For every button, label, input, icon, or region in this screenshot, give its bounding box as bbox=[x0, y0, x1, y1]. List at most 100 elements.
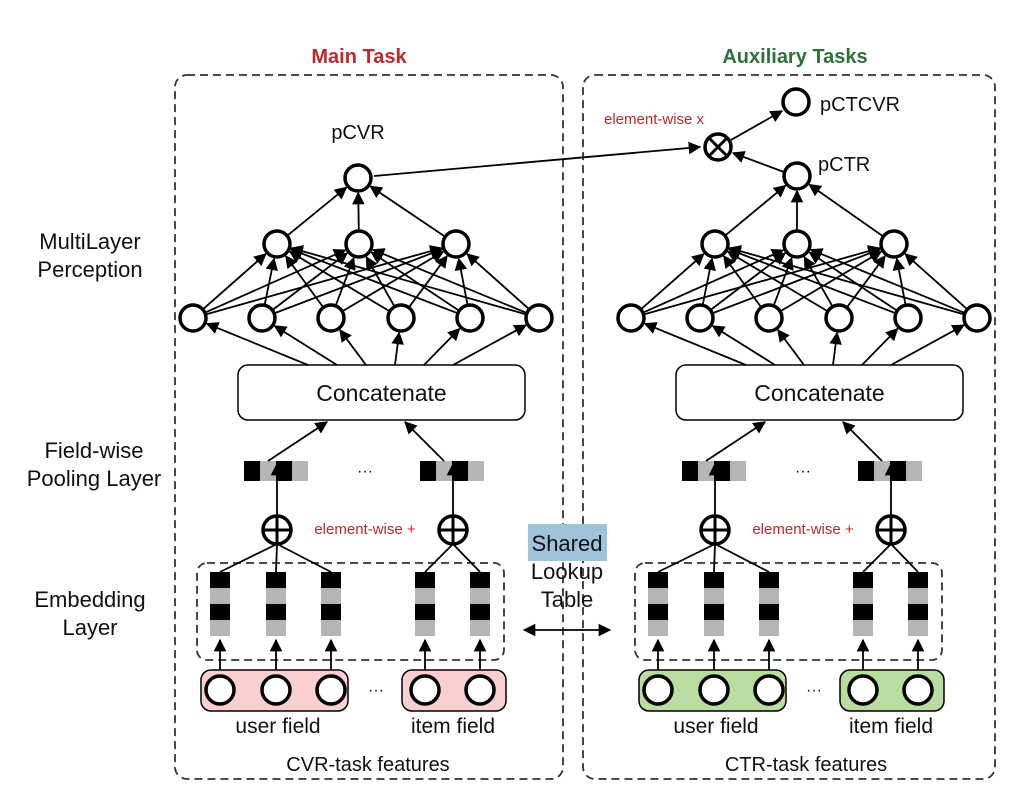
feature-node bbox=[204, 674, 236, 706]
concat-to-mlp-edge bbox=[339, 329, 367, 366]
pooled-embedding-cell bbox=[730, 461, 746, 481]
embedding-cell bbox=[210, 588, 230, 604]
concat-to-mlp-edge bbox=[452, 324, 527, 366]
svg-text:Embedding: Embedding bbox=[34, 587, 145, 612]
mlp-edge bbox=[466, 253, 530, 311]
concat-to-mlp-edge bbox=[711, 325, 776, 366]
embedding-cell bbox=[415, 620, 435, 636]
embedding-to-sum-edge bbox=[713, 543, 716, 573]
embedding-cell bbox=[266, 588, 286, 604]
mlp-edge bbox=[808, 183, 884, 238]
mlp-hidden-node bbox=[316, 303, 346, 333]
pooled-embedding-cell bbox=[436, 461, 452, 481]
pooled-embedding-cell bbox=[906, 461, 922, 481]
embedding-to-sum-edge bbox=[862, 543, 892, 573]
concat-to-mlp-edge bbox=[861, 327, 899, 366]
mlp-edge bbox=[205, 245, 443, 316]
embedding-cell bbox=[853, 604, 873, 620]
mlp-edge bbox=[341, 250, 445, 313]
layer-label-embedding: Embedding Layer bbox=[34, 587, 145, 640]
embedding-cell bbox=[266, 572, 286, 588]
embedding-cell bbox=[321, 572, 341, 588]
layer-label-pooling: Field-wise Pooling Layer bbox=[27, 438, 162, 491]
pooled-embedding-cell bbox=[890, 461, 906, 481]
mlp-edge bbox=[371, 248, 528, 314]
mlp-edge bbox=[289, 247, 459, 315]
mlp-hidden-node bbox=[386, 303, 416, 333]
mlp-hidden-node bbox=[247, 303, 277, 333]
pooled-embedding-cell bbox=[244, 461, 260, 481]
concatenate-box bbox=[237, 364, 526, 421]
embedding-cell bbox=[266, 620, 286, 636]
mlp-edge bbox=[643, 245, 881, 316]
embedding-cell bbox=[210, 572, 230, 588]
svg-text:Pooling Layer: Pooling Layer bbox=[27, 466, 162, 491]
embedding-cell bbox=[759, 620, 779, 636]
embedding-to-sum-edge bbox=[219, 543, 278, 573]
field-ellipsis: ··· bbox=[806, 682, 822, 699]
embedding-cell bbox=[415, 588, 435, 604]
mlp-hidden-node bbox=[178, 303, 208, 333]
ellipsis: ··· bbox=[795, 463, 811, 480]
mlp-hidden-node bbox=[685, 303, 715, 333]
mlp-hidden-node bbox=[344, 229, 374, 259]
embedding-cell bbox=[415, 604, 435, 620]
pooled-embedding-cell bbox=[858, 461, 874, 481]
feature-node bbox=[698, 674, 730, 706]
pctr-to-product-edge bbox=[731, 151, 785, 173]
pooling-to-concat-edge bbox=[705, 421, 767, 462]
mlp-edge bbox=[202, 253, 267, 311]
embedding-cell bbox=[759, 572, 779, 588]
ctr-task-features-label: CTR-task features bbox=[725, 754, 887, 776]
pcvr-label: pCVR bbox=[331, 122, 384, 144]
mlp-edge bbox=[352, 191, 365, 232]
svg-text:MultiLayer: MultiLayer bbox=[39, 229, 140, 254]
mlp-edge bbox=[365, 255, 396, 308]
embedding-cell bbox=[210, 604, 230, 620]
element-wise-sum-icon bbox=[437, 514, 469, 546]
embedding-cell bbox=[321, 588, 341, 604]
mlp-edge bbox=[701, 257, 716, 306]
mlp-hidden-node bbox=[824, 303, 854, 333]
mlp-hidden-node bbox=[782, 229, 812, 259]
mlp-edge bbox=[640, 253, 705, 311]
pooled-embedding-cell bbox=[452, 461, 468, 481]
mlp-hidden-node bbox=[879, 229, 909, 259]
embedding-cell bbox=[704, 588, 724, 604]
feature-node bbox=[902, 674, 934, 706]
concat-to-mlp-edge bbox=[829, 331, 842, 366]
pooled-embedding-cell bbox=[874, 461, 890, 481]
mlp-edge bbox=[723, 255, 763, 309]
mlp-edge bbox=[727, 247, 897, 315]
pooled-embedding-cell bbox=[468, 461, 484, 481]
mlp-hidden-node bbox=[893, 303, 923, 333]
pcvr-to-product-edge bbox=[373, 141, 702, 177]
embedding-cell bbox=[210, 620, 230, 636]
feature-node bbox=[753, 674, 785, 706]
embedding-cell bbox=[853, 620, 873, 636]
cvr-task-features-label: CVR-task features bbox=[286, 754, 449, 776]
mlp-edge bbox=[286, 186, 348, 237]
mlp-edge bbox=[846, 255, 886, 309]
feature-node bbox=[642, 674, 674, 706]
embedding-to-sum-edge bbox=[714, 543, 770, 573]
feature-node bbox=[409, 674, 441, 706]
element-wise-sum-label: element-wise + bbox=[752, 521, 854, 538]
mlp-edge bbox=[271, 252, 349, 311]
pooled-embedding-cell bbox=[260, 461, 276, 481]
mlp-edge bbox=[273, 247, 444, 315]
svg-text:Perception: Perception bbox=[37, 257, 142, 282]
auxiliary-tasks-title: Auxiliary Tasks bbox=[722, 46, 867, 68]
embedding-region bbox=[634, 562, 943, 661]
embedding-cell bbox=[908, 572, 928, 588]
mlp-hidden-node bbox=[616, 303, 646, 333]
ellipsis: ··· bbox=[357, 463, 373, 480]
mlp-hidden-node bbox=[700, 229, 730, 259]
mlp-hidden-node bbox=[962, 303, 992, 333]
main-task-title: Main Task bbox=[311, 46, 407, 68]
item-field-label: item field bbox=[849, 715, 933, 738]
embedding-cell bbox=[321, 604, 341, 620]
mlp-edge bbox=[288, 250, 391, 313]
